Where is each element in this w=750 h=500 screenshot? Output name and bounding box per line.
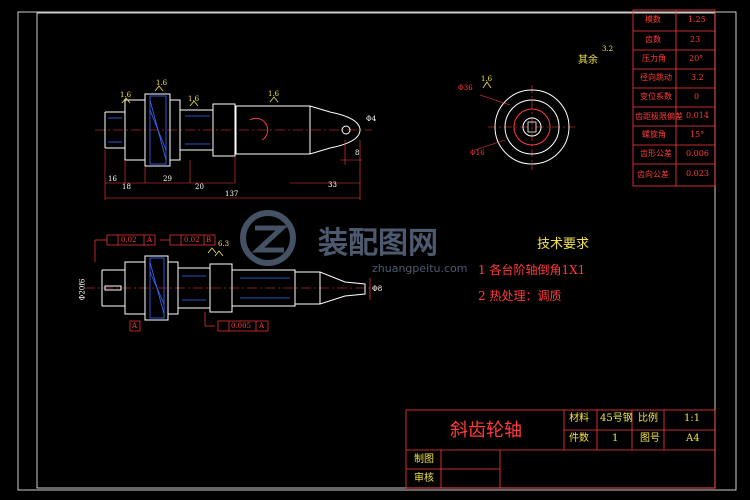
rough-3: 1.6	[188, 95, 200, 103]
drawn-by-label: 制图	[414, 454, 434, 465]
watermark-logo	[240, 210, 296, 266]
param-value-3: 3.2	[691, 73, 704, 82]
param-label-2: 压力角	[642, 54, 666, 63]
dim-d29: 29	[163, 175, 172, 183]
datum-a-tag: A	[132, 322, 138, 330]
outer-frame	[17, 11, 737, 491]
rough-2: 1.6	[156, 79, 168, 87]
gdt-value-3: 0.005	[231, 322, 252, 330]
scale-label: 比例	[638, 413, 658, 424]
param-value-5: 0.014	[686, 111, 709, 120]
gdt-value-2: 0.02	[184, 236, 200, 244]
param-label-6: 螺旋角	[642, 130, 666, 139]
drawing-no-label: 图号	[640, 433, 660, 444]
inner-frame	[36, 12, 716, 489]
param-label-0: 模数	[645, 15, 661, 24]
param-value-2: 20°	[689, 54, 704, 63]
dim-d20: 20	[195, 183, 204, 191]
title-block	[405, 409, 716, 489]
param-value-7: 0.006	[686, 149, 709, 158]
rough-5: 1.6	[481, 75, 493, 83]
quantity-label: 件数	[569, 433, 589, 444]
part-name: 斜齿轮轴	[450, 420, 522, 441]
dim-left-dia: Φ20f6	[78, 278, 87, 301]
checked-by-label: 审核	[414, 473, 434, 484]
material-label: 材料	[569, 413, 589, 424]
tech-req-title: 技术要求	[537, 237, 590, 252]
param-label-5: 齿距极限偏差	[635, 112, 683, 121]
quantity-value: 1	[612, 433, 619, 444]
param-value-1: 23	[690, 35, 701, 44]
watermark-url: zhuangpeitu.com	[372, 262, 468, 275]
tech-req-item-2: 2 热处理：调质	[478, 289, 562, 303]
param-label-3: 径向跳动	[640, 73, 672, 82]
dim-d16: 16	[108, 175, 117, 183]
param-value-6: 15°	[690, 130, 705, 139]
shaft-section-view	[474, 81, 575, 170]
material-value: 45号钢	[600, 413, 633, 424]
gdt-datum-3: A	[259, 322, 265, 330]
remainder-roughness-label: 其余	[578, 55, 598, 66]
shaft-bottom-view	[85, 234, 380, 332]
rough-6: 6.3	[218, 240, 230, 248]
param-label-8: 齿向公差	[637, 170, 669, 179]
rough-4: 1.6	[268, 90, 280, 98]
gdt-datum-2: B	[206, 236, 212, 244]
dim-phi-small: Φ4	[366, 115, 377, 123]
param-label-4: 变位系数	[640, 92, 672, 101]
param-value-4: 0	[694, 92, 700, 101]
rough-1: 1.6	[120, 91, 132, 99]
param-value-8: 0.023	[686, 169, 709, 178]
section-dia-1: Φ36	[458, 84, 473, 92]
remainder-roughness-value: 3.2	[602, 45, 614, 53]
dim-phi8: Φ8	[372, 285, 383, 293]
drawing-no-value: A4	[686, 433, 700, 444]
dim-d33: 33	[328, 181, 337, 189]
param-value-0: 1.25	[688, 15, 706, 24]
scale-value: 1:1	[684, 413, 701, 424]
watermark-text: 装配图网	[318, 226, 438, 261]
gdt-value-1: 0.02	[121, 236, 137, 244]
dim-overall-length: 137	[225, 190, 239, 198]
gear-param-table	[632, 9, 716, 187]
dim-d18: 18	[122, 183, 131, 191]
param-label-7: 齿形公差	[640, 149, 672, 158]
gdt-datum-1: A	[147, 236, 153, 244]
shaft-top-view	[95, 85, 372, 200]
tech-req-item-1: 1 各台阶轴倒角1X1	[478, 263, 586, 277]
param-label-1: 齿数	[645, 35, 661, 44]
section-dia-2: Φ16	[470, 149, 485, 157]
dim-d8: 8	[355, 149, 360, 157]
